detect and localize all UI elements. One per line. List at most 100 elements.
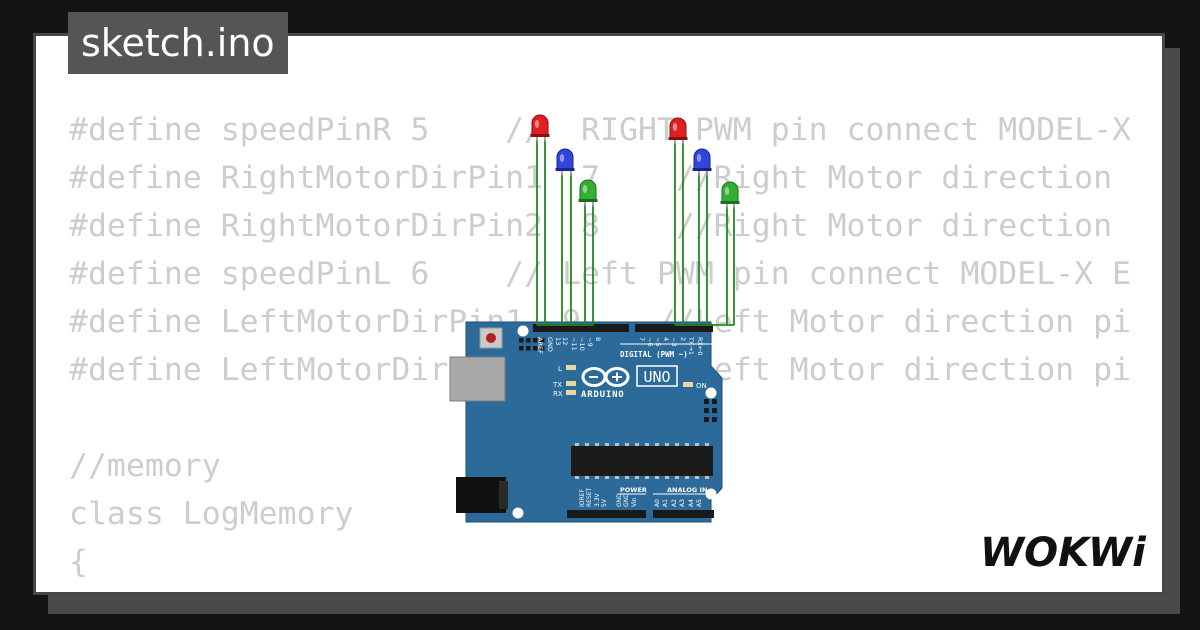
chip-pin: [645, 475, 649, 479]
chip-pin: [615, 443, 619, 447]
pin-label: GND: [546, 337, 554, 352]
board-model: UNO: [643, 368, 670, 386]
code-line: #define speedPinR 5 // RIGHT PWM pin con…: [69, 112, 1133, 148]
chip-pin: [625, 443, 629, 447]
leds: [530, 114, 740, 209]
icsp-header: [704, 399, 717, 422]
pin-label: 12: [561, 337, 569, 345]
pin-label: 5V: [601, 498, 608, 507]
onboard-led-rx: RX: [553, 390, 576, 398]
power-jack: [456, 477, 506, 513]
svg-text:TX: TX: [552, 381, 562, 389]
pin-label: RX←0: [696, 337, 704, 356]
pin-label: 2: [679, 337, 687, 341]
pin-label: A3: [679, 499, 686, 507]
green-led[interactable]: [720, 181, 740, 209]
icsp-header: [519, 338, 545, 351]
red-led[interactable]: [530, 114, 550, 142]
reset-button[interactable]: [479, 327, 503, 349]
chip-pin: [695, 443, 699, 447]
onboard-led-l: L: [558, 365, 576, 373]
blue-led[interactable]: [555, 148, 575, 176]
pin-label: A1: [662, 499, 669, 507]
wokwi-logo: WOKWi: [980, 530, 1147, 576]
pin-label: 13: [554, 337, 562, 345]
chip-pin: [665, 475, 669, 479]
digital-label: DIGITAL (PWM ~): [620, 350, 688, 359]
code-line: #define RightMotorDirPin2 8 //Right Moto…: [69, 208, 1133, 244]
pin-label: IOREF: [579, 489, 586, 507]
svg-text:RX: RX: [553, 390, 563, 398]
chip-pin: [675, 443, 679, 447]
pin-label: A4: [688, 499, 695, 507]
power-pin-header[interactable]: [567, 510, 646, 518]
power-label: POWER: [620, 486, 647, 494]
chip-pin: [685, 443, 689, 447]
pin-label: ~5: [654, 337, 662, 347]
pin-label: ~6: [646, 337, 654, 347]
onboard-led-on: ON: [683, 382, 707, 390]
wires: [536, 140, 735, 326]
chip-pin: [695, 475, 699, 479]
pin-label: Vin: [631, 497, 638, 507]
pin-label: ~3: [670, 337, 678, 347]
pin-label: 8: [594, 337, 602, 341]
analog-pin-header[interactable]: [653, 510, 714, 518]
chip-pin: [665, 443, 669, 447]
svg-text:WOKWi: WOKWi: [980, 530, 1147, 576]
code-line: #define LeftMotorDirPin1 9 //Left Motor …: [69, 304, 1133, 340]
svg-text:ON: ON: [696, 382, 707, 390]
red-led[interactable]: [668, 117, 688, 145]
arduino-infinity-logo: [581, 367, 630, 387]
chip-pin: [575, 443, 579, 447]
pin-label: 7: [638, 337, 646, 341]
pin-label: A2: [671, 499, 678, 507]
svg-text:L: L: [558, 365, 562, 373]
pin-label: GND: [623, 493, 630, 507]
green-led[interactable]: [578, 179, 598, 207]
chip-pin: [605, 475, 609, 479]
chip-pin: [595, 443, 599, 447]
code-line: #define speedPinL 6 // Left PWM pin conn…: [69, 256, 1133, 292]
chip-pin: [635, 443, 639, 447]
pin-label: 4: [662, 337, 670, 341]
chip-pin: [615, 475, 619, 479]
code-line: class LogMemory: [69, 496, 354, 532]
pin-label: A5: [696, 499, 703, 507]
atmega-chip: [571, 443, 713, 479]
chip-pin: [575, 475, 579, 479]
chip-pin: [625, 475, 629, 479]
chip-pin: [705, 475, 709, 479]
mounting-hole: [517, 325, 529, 337]
uno-badge: [636, 365, 678, 387]
pin-label: ~10: [578, 337, 586, 351]
chip-pin: [655, 443, 659, 447]
board-brand: ARDUINO: [581, 390, 625, 400]
chip-pin: [585, 475, 589, 479]
usb-connector: [449, 356, 506, 402]
code-line: {: [69, 544, 88, 580]
mounting-hole: [705, 387, 717, 399]
pin-label: AREF: [536, 337, 544, 354]
chip-pin: [585, 443, 589, 447]
digital-pin-header[interactable]: [533, 324, 713, 332]
file-title-tab: sketch.ino: [68, 12, 288, 74]
mounting-hole: [512, 507, 524, 519]
blue-led[interactable]: [692, 148, 712, 176]
chip-pin: [705, 443, 709, 447]
chip-pin: [685, 475, 689, 479]
pin-label: A0: [654, 499, 661, 507]
pin-label: ~9: [586, 337, 594, 347]
analog-label: ANALOG IN: [667, 486, 707, 494]
pin-label: GND: [616, 493, 623, 507]
onboard-led-tx: TX: [552, 381, 576, 389]
chip-pin: [675, 475, 679, 479]
pin-label: 3.3V: [594, 492, 601, 507]
chip-pin: [635, 475, 639, 479]
chip-pin: [645, 443, 649, 447]
pin-label: ~11: [570, 337, 578, 351]
code-line: //memory: [69, 448, 221, 484]
pin-label: RESET: [586, 487, 593, 507]
